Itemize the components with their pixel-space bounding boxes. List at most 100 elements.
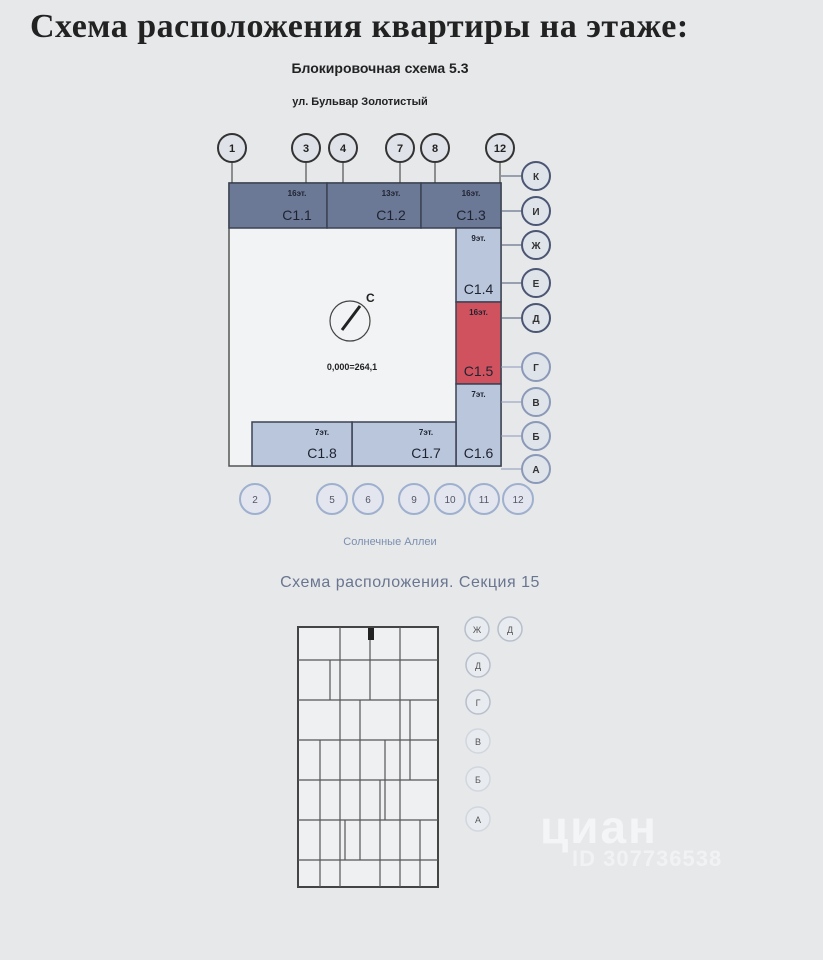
section-floors-label: 9эт.: [471, 234, 485, 243]
axis-label-top: 1: [229, 143, 235, 155]
compass-icon: [329, 300, 371, 342]
building-section: 16эт. С1.1: [228, 182, 328, 229]
axis-marker-bottom: [502, 483, 534, 515]
street-label-top: ул. Бульвар Золотистый: [292, 96, 428, 108]
axis-marker-top: [385, 133, 415, 163]
building-section: 16эт. С1.3: [420, 182, 502, 229]
axis-marker-right: [521, 161, 551, 191]
axis-label-bottom: 10: [444, 495, 456, 506]
section-caption: Схема расположения. Секция 15: [280, 574, 540, 591]
elevation-mark: 0,000=264,1: [327, 362, 377, 372]
section-floors-label: 13эт.: [382, 189, 401, 198]
axis-label-section: В: [475, 737, 481, 747]
axis-label-bottom: 11: [479, 495, 490, 506]
building-section: 7эт. С1.8: [251, 421, 353, 467]
axis-label-top: 12: [494, 143, 506, 155]
axis-label-bottom: 5: [329, 495, 335, 506]
axis-label-right: Г: [533, 363, 539, 374]
axis-marker-section: [465, 806, 491, 832]
axis-label-top: 8: [432, 143, 438, 155]
axis-marker-bottom: [398, 483, 430, 515]
section-name-label: С1.4: [464, 281, 494, 297]
compass-letter: C: [366, 291, 375, 305]
building-section: 9эт. С1.4: [455, 227, 502, 303]
axis-label-right: К: [533, 172, 540, 183]
axis-label-bottom: 12: [512, 495, 524, 506]
axis-label-section: Д: [507, 625, 513, 635]
axis-label-bottom: 6: [365, 495, 371, 506]
axis-label-right: Д: [532, 314, 539, 325]
axis-label-right: А: [532, 465, 539, 476]
building-section: 7эт. С1.7: [351, 421, 457, 467]
scheme-subtitle: Блокировочная схема 5.3: [291, 60, 469, 76]
axis-marker-right: [521, 387, 551, 417]
axis-marker-top: [328, 133, 358, 163]
axis-marker-top: [217, 133, 247, 163]
axis-marker-right: [521, 421, 551, 451]
axis-marker-right: [521, 196, 551, 226]
section-name-label: С1.5: [464, 363, 494, 379]
section-block: [326, 182, 422, 229]
axis-marker-bottom: [316, 483, 348, 515]
axis-marker-right: [521, 268, 551, 298]
axis-marker-section: [465, 728, 491, 754]
axis-label-bottom: 2: [252, 495, 258, 506]
section-floors-label: 7эт.: [315, 428, 329, 437]
building-section: 16эт. С1.5: [455, 301, 502, 385]
axis-marker-right: [521, 303, 551, 333]
axis-marker-bottom: [352, 483, 384, 515]
section-name-label: С1.3: [456, 207, 486, 223]
axis-label-top: 4: [340, 143, 347, 155]
axis-label-right: В: [532, 398, 539, 409]
street-label-bottom: Солнечные Аллеи: [343, 536, 437, 548]
axis-label-section: Д: [475, 661, 481, 671]
axis-marker-right: [521, 352, 551, 382]
axis-label-top: 7: [397, 143, 403, 155]
building-section: 7эт. С1.6: [455, 383, 502, 467]
axis-marker-bottom: [434, 483, 466, 515]
building-section: 13эт.С1.2: [326, 182, 422, 229]
section-name-label: С1.1: [282, 207, 312, 223]
axis-marker-section: [465, 652, 491, 678]
page-title: Схема расположения квартиры на этаже:: [30, 8, 689, 45]
axis-marker-top: [420, 133, 450, 163]
axis-marker-section: [497, 616, 523, 642]
section-block: [455, 227, 502, 303]
axis-label-right: Ж: [530, 241, 541, 252]
compass-needle-icon: [340, 305, 362, 331]
section-block: [455, 301, 502, 385]
axis-marker-top: [485, 133, 515, 163]
section-block: [228, 182, 328, 229]
section-block: [251, 421, 353, 467]
axis-marker-bottom: [468, 483, 500, 515]
axis-label-section: Г: [476, 698, 481, 708]
section-floors-label: 16эт.: [462, 189, 481, 198]
axis-label-section: Ж: [473, 625, 482, 635]
axis-marker-right: [521, 454, 551, 484]
section-name-label: С1.6: [464, 445, 494, 461]
section-floors-label: 16эт.: [469, 308, 488, 317]
section-floors-label: 7эт.: [471, 390, 485, 399]
axis-marker-section: [465, 766, 491, 792]
watermark-id: ID 307736538: [572, 846, 723, 871]
section-block: [455, 383, 502, 467]
watermark-logo: циан: [540, 801, 658, 853]
section-name-label: С1.8: [307, 445, 337, 461]
axis-label-top: 3: [303, 143, 309, 155]
entrance-mark: [368, 628, 374, 640]
axis-label-right: Е: [533, 279, 540, 290]
axis-label-section: Б: [475, 775, 481, 785]
axis-marker-section: [465, 689, 491, 715]
axis-label-right: Б: [532, 432, 539, 443]
axis-marker-right: [521, 230, 551, 260]
section-floors-label: 16эт.: [288, 189, 307, 198]
axis-marker-bottom: [239, 483, 271, 515]
axis-label-bottom: 9: [411, 495, 417, 506]
section-floors-label: 7эт.: [419, 428, 433, 437]
axis-label-right: И: [532, 207, 539, 218]
section-block: [351, 421, 457, 467]
section-name-label: С1.7: [411, 445, 441, 461]
section-outline: [297, 626, 439, 888]
